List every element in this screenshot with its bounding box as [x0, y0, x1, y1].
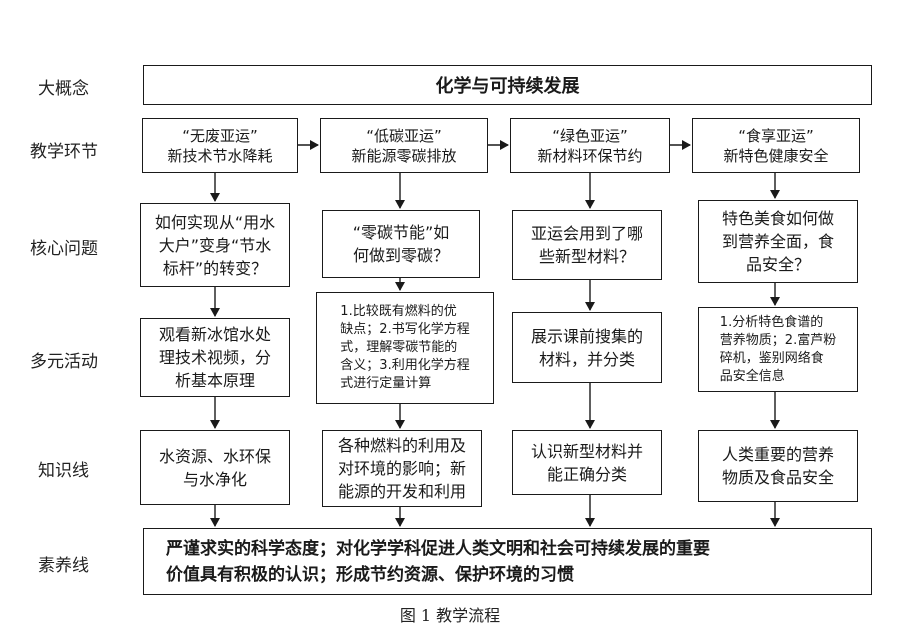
row-label-literacy: 素养线	[38, 556, 89, 576]
row-label-core: 核心问题	[30, 239, 98, 259]
activity-box-1: 观看新冰馆水处 理技术视频，分 析基本原理	[140, 318, 290, 397]
core-text-4: 特色美食如何做 到营养全面，食 品安全？	[721, 209, 834, 274]
knowledge-box-3: 认识新型材料并 能正确分类	[512, 430, 662, 495]
row-label-teaching: 教学环节	[30, 142, 98, 162]
literacy-box: 严谨求实的科学态度；对化学学科促进人类文明和社会可持续发展的重要 价值具有积极的…	[143, 528, 872, 595]
knowledge-text-2: 各种燃料的利用及 对环境的影响；新 能源的开发和利用	[337, 436, 466, 501]
knowledge-box-2: 各种燃料的利用及 对环境的影响；新 能源的开发和利用	[322, 430, 482, 507]
knowledge-text-1: 水资源、水环保 与水净化	[158, 446, 271, 489]
knowledge-text-4: 人类重要的营养 物质及食品安全	[721, 445, 834, 487]
knowledge-text-3: 认识新型材料并 能正确分类	[530, 441, 643, 484]
teaching-box-4: “食享亚运” 新特色健康安全	[692, 118, 860, 173]
core-box-4: 特色美食如何做 到营养全面，食 品安全？	[698, 200, 858, 283]
core-text-1: 如何实现从“用水 大户”变身“节水 标杆”的转变？	[154, 212, 276, 278]
knowledge-box-1: 水资源、水环保 与水净化	[140, 430, 290, 505]
core-box-2: “零碳节能”如 何做到零碳？	[322, 210, 480, 278]
core-box-3: 亚运会用到了哪 些新型材料？	[512, 210, 662, 280]
teaching-box-3: “绿色亚运” 新材料环保节约	[510, 118, 670, 173]
activity-box-4: 1.分析特色食谱的 营养物质；2.富芦粉 碎机，鉴别网络食 品安全信息	[698, 307, 858, 392]
literacy-text: 严谨求实的科学态度；对化学学科促进人类文明和社会可持续发展的重要 价值具有积极的…	[166, 538, 710, 585]
activity-text-1: 观看新冰馆水处 理技术视频，分 析基本原理	[158, 325, 271, 390]
activity-text-3: 展示课前搜集的 材料，并分类	[530, 326, 643, 369]
row-label-knowledge: 知识线	[38, 461, 89, 481]
knowledge-box-4: 人类重要的营养 物质及食品安全	[698, 430, 858, 502]
activity-box-2: 1.比较既有燃料的优 缺点；2.书写化学方程 式，理解零碳节能的 含义；3.利用…	[316, 292, 494, 404]
row-label-activity: 多元活动	[30, 352, 98, 372]
teaching-box-2: “低碳亚运” 新能源零碳排放	[320, 118, 488, 173]
teaching-text-4: “食享亚运” 新特色健康安全	[723, 126, 829, 165]
teaching-text-2: “低碳亚运” 新能源零碳排放	[351, 126, 457, 165]
concept-text: 化学与可持续发展	[435, 76, 580, 97]
figure-caption: 图 1 教学流程	[399, 606, 501, 625]
core-text-2: “零碳节能”如 何做到零碳？	[352, 223, 450, 265]
core-box-1: 如何实现从“用水 大户”变身“节水 标杆”的转变？	[140, 203, 290, 287]
core-text-3: 亚运会用到了哪 些新型材料？	[530, 224, 643, 266]
teaching-text-1: “无废亚运” 新技术节水降耗	[167, 126, 273, 165]
teaching-box-1: “无废亚运” 新技术节水降耗	[142, 118, 298, 173]
concept-box: 化学与可持续发展	[143, 65, 872, 105]
activity-text-2: 1.比较既有燃料的优 缺点；2.书写化学方程 式，理解零碳节能的 含义；3.利用…	[340, 304, 470, 391]
teaching-text-3: “绿色亚运” 新材料环保节约	[537, 126, 643, 165]
activity-text-4: 1.分析特色食谱的 营养物质；2.富芦粉 碎机，鉴别网络食 品安全信息	[719, 314, 837, 384]
row-label-concept: 大概念	[38, 79, 89, 99]
activity-box-3: 展示课前搜集的 材料，并分类	[512, 312, 662, 383]
